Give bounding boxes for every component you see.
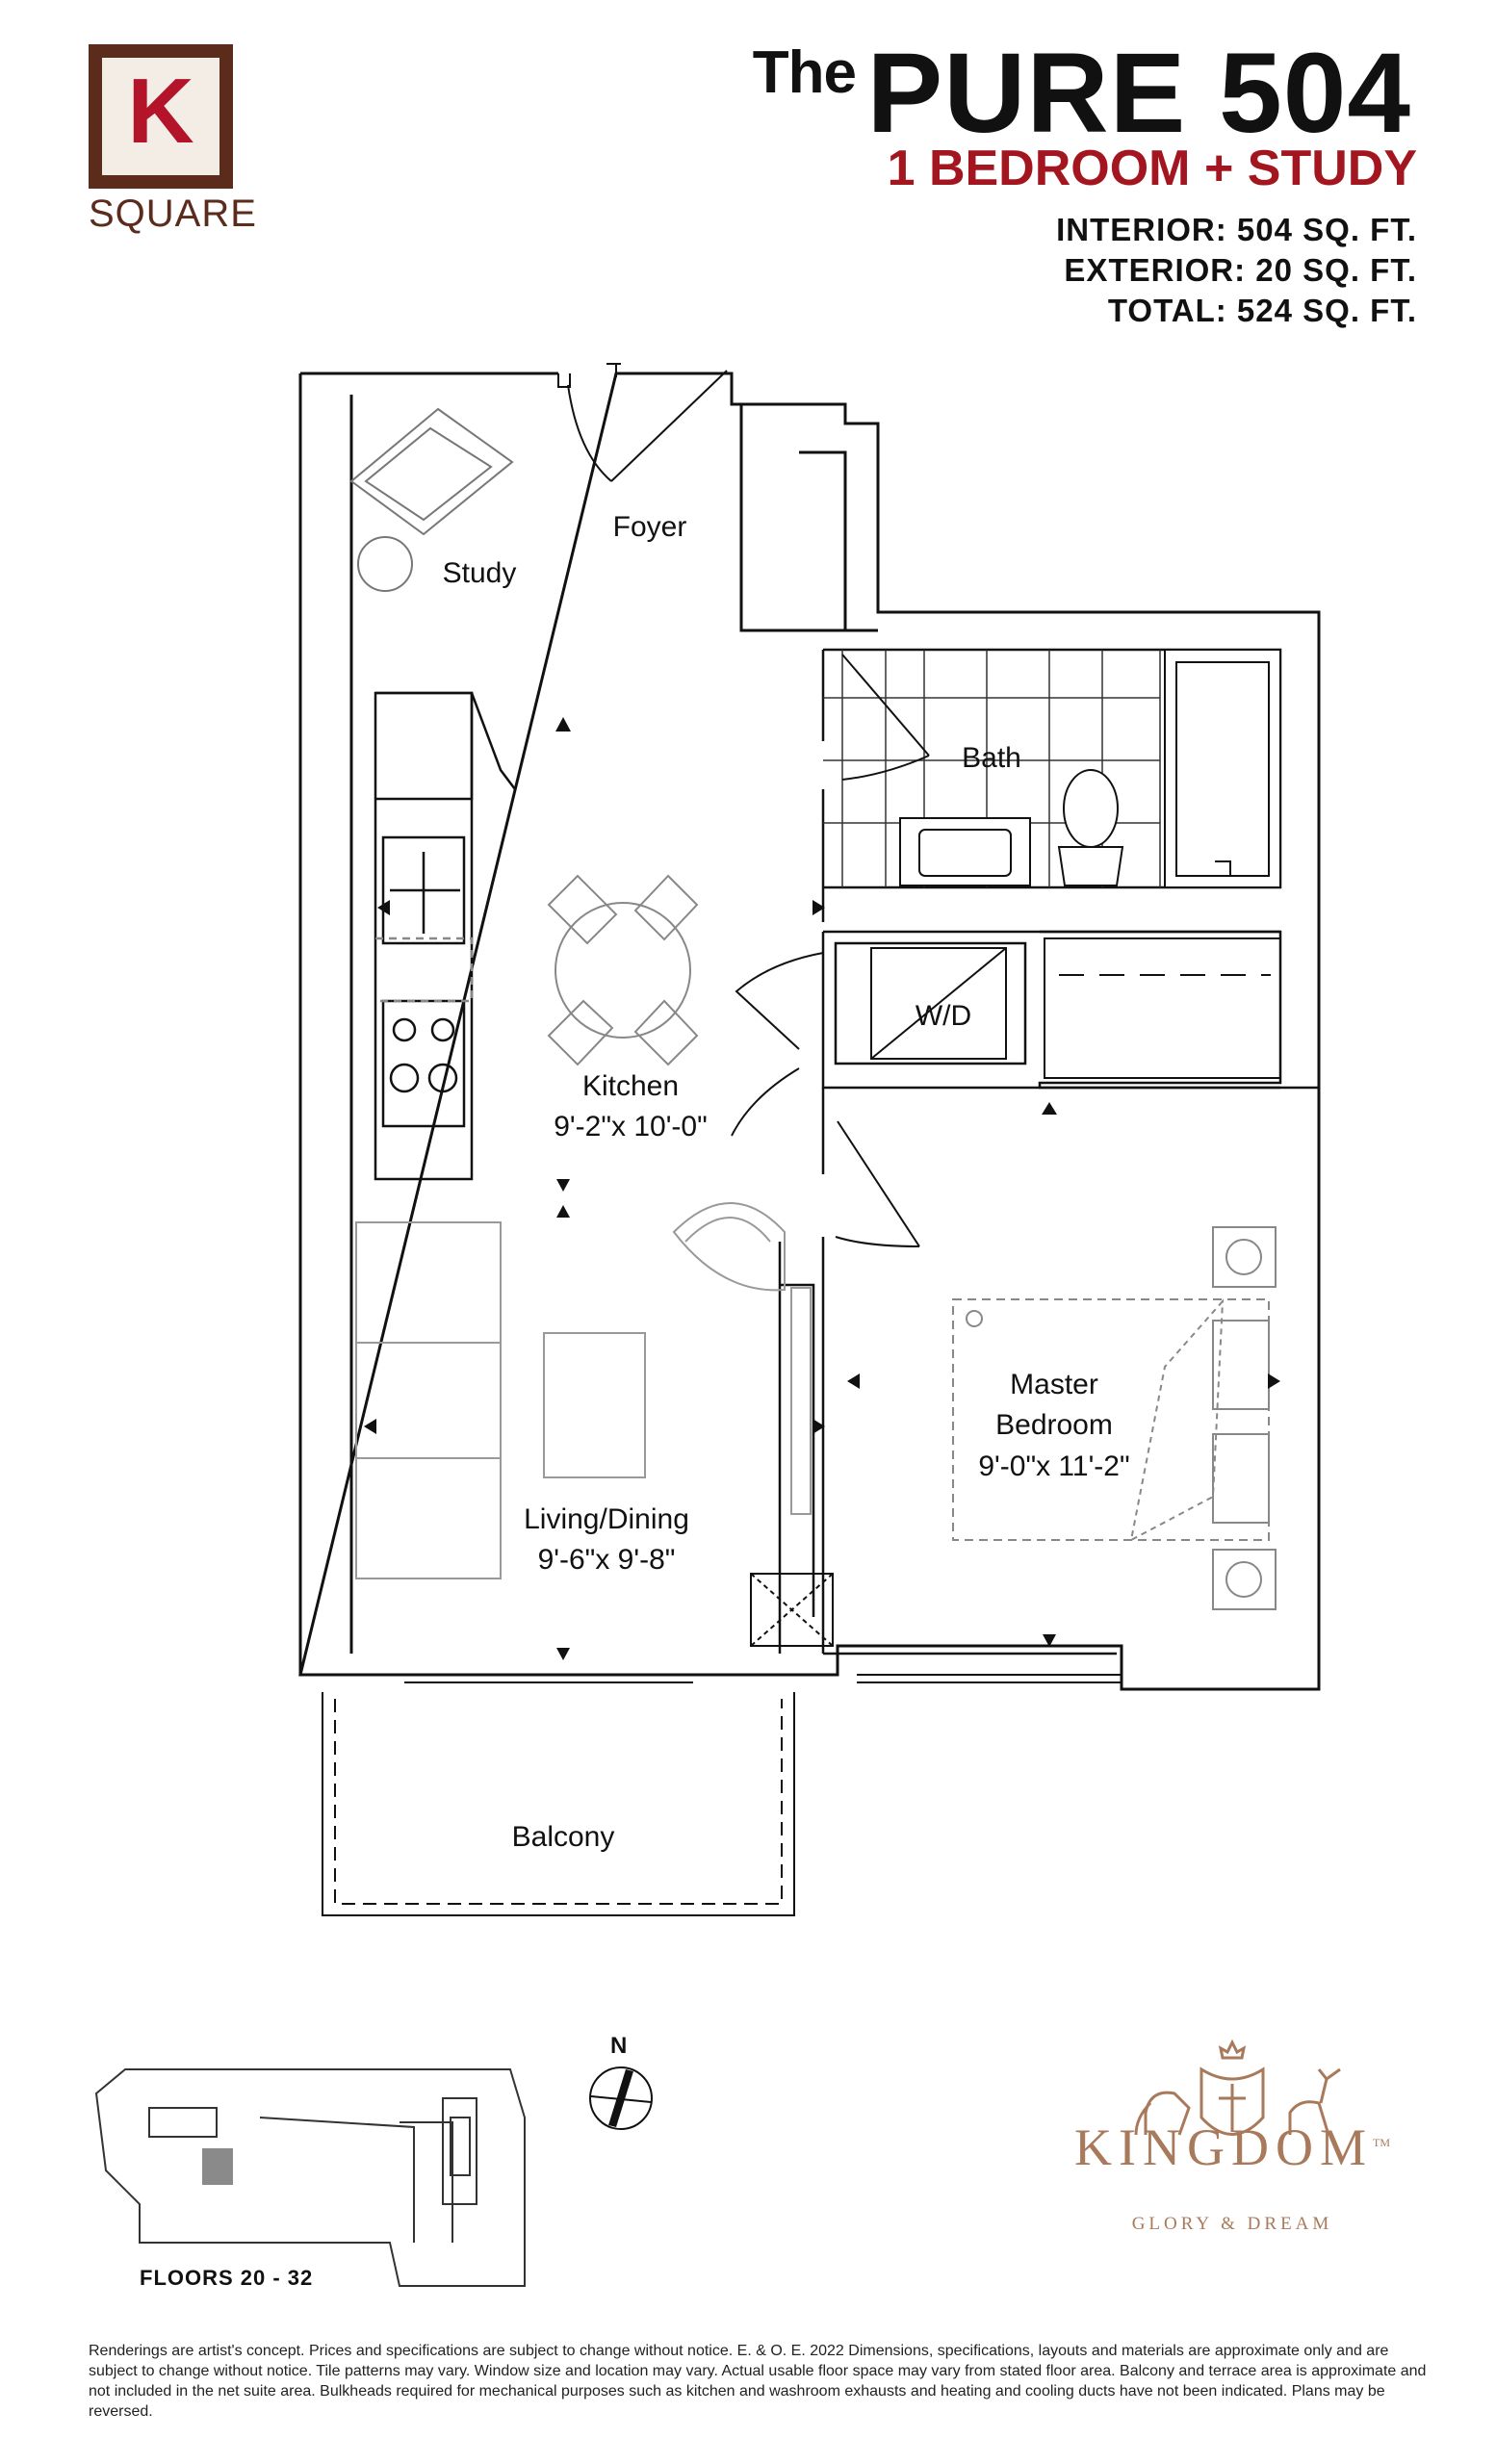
kingdom-name: KINGDOM (1074, 2118, 1373, 2176)
compass-north-label: N (610, 2033, 628, 2059)
balcony-outline (322, 1692, 795, 1916)
living-furniture (355, 1202, 812, 1579)
outer-walls (298, 372, 1321, 1691)
logo-inner-panel: K (102, 58, 219, 175)
room-label-foyer: Foyer (613, 511, 687, 543)
unit-location-highlight (202, 2148, 233, 2185)
entry-door (557, 363, 728, 482)
exterior-area: EXTERIOR: 20 SQ. FT. (1064, 252, 1417, 288)
kitchen-dimensions: 9'-2"x 10'-0" (554, 1111, 708, 1142)
room-label-study: Study (443, 557, 517, 589)
master-dimensions: 9'-0"x 11'-2" (978, 1450, 1129, 1482)
room-label-balcony: Balcony (512, 1821, 615, 1853)
windows (404, 1674, 1122, 1683)
bath-door (841, 654, 930, 781)
kitchen-counter (374, 691, 516, 1181)
page-title: PURE 504 (866, 30, 1411, 157)
logo-letter: K (127, 60, 194, 163)
view-arrows (364, 717, 1280, 1660)
k-square-logo: K (89, 44, 233, 189)
kingdom-tagline: GLORY & DREAM (1131, 2214, 1333, 2234)
study-armchair (349, 407, 514, 592)
total-area: TOTAL: 524 SQ. FT. (1107, 293, 1417, 328)
room-label-kitchen: Kitchen (582, 1070, 679, 1102)
logo-wordmark: SQUARE (89, 192, 257, 235)
room-label-wd: W/D (916, 1000, 971, 1032)
dining-table (547, 874, 699, 1066)
washer-dryer (731, 947, 1007, 1137)
living-dimensions: 9'-6"x 9'-8" (538, 1544, 676, 1576)
bedroom-door (835, 1120, 920, 1247)
linen-closet (750, 1573, 834, 1647)
trademark: TM (1372, 2136, 1390, 2149)
compass-icon (589, 2066, 653, 2130)
master-bed (952, 1226, 1277, 1610)
room-label-living: Living/Dining (524, 1503, 689, 1535)
kingdom-logo-text: KINGDOMTM (1059, 2118, 1406, 2177)
key-plan (94, 2068, 526, 2287)
interior-area: INTERIOR: 504 SQ. FT. (1056, 212, 1417, 247)
room-label-master-2: Bedroom (995, 1409, 1113, 1441)
room-label-bath: Bath (962, 742, 1021, 774)
kingdom-crest-icon (1134, 2039, 1341, 2136)
bedroom-closet (1044, 937, 1281, 1079)
floors-caption: FLOORS 20 - 32 (140, 2266, 314, 2290)
bath-fixtures (823, 649, 1281, 888)
unit-type-subtitle: 1 BEDROOM + STUDY (887, 141, 1417, 196)
room-label-master-1: Master (1010, 1369, 1098, 1400)
title-prefix: The (752, 39, 857, 106)
legal-disclaimer: Renderings are artist's concept. Prices … (89, 2343, 1427, 2420)
